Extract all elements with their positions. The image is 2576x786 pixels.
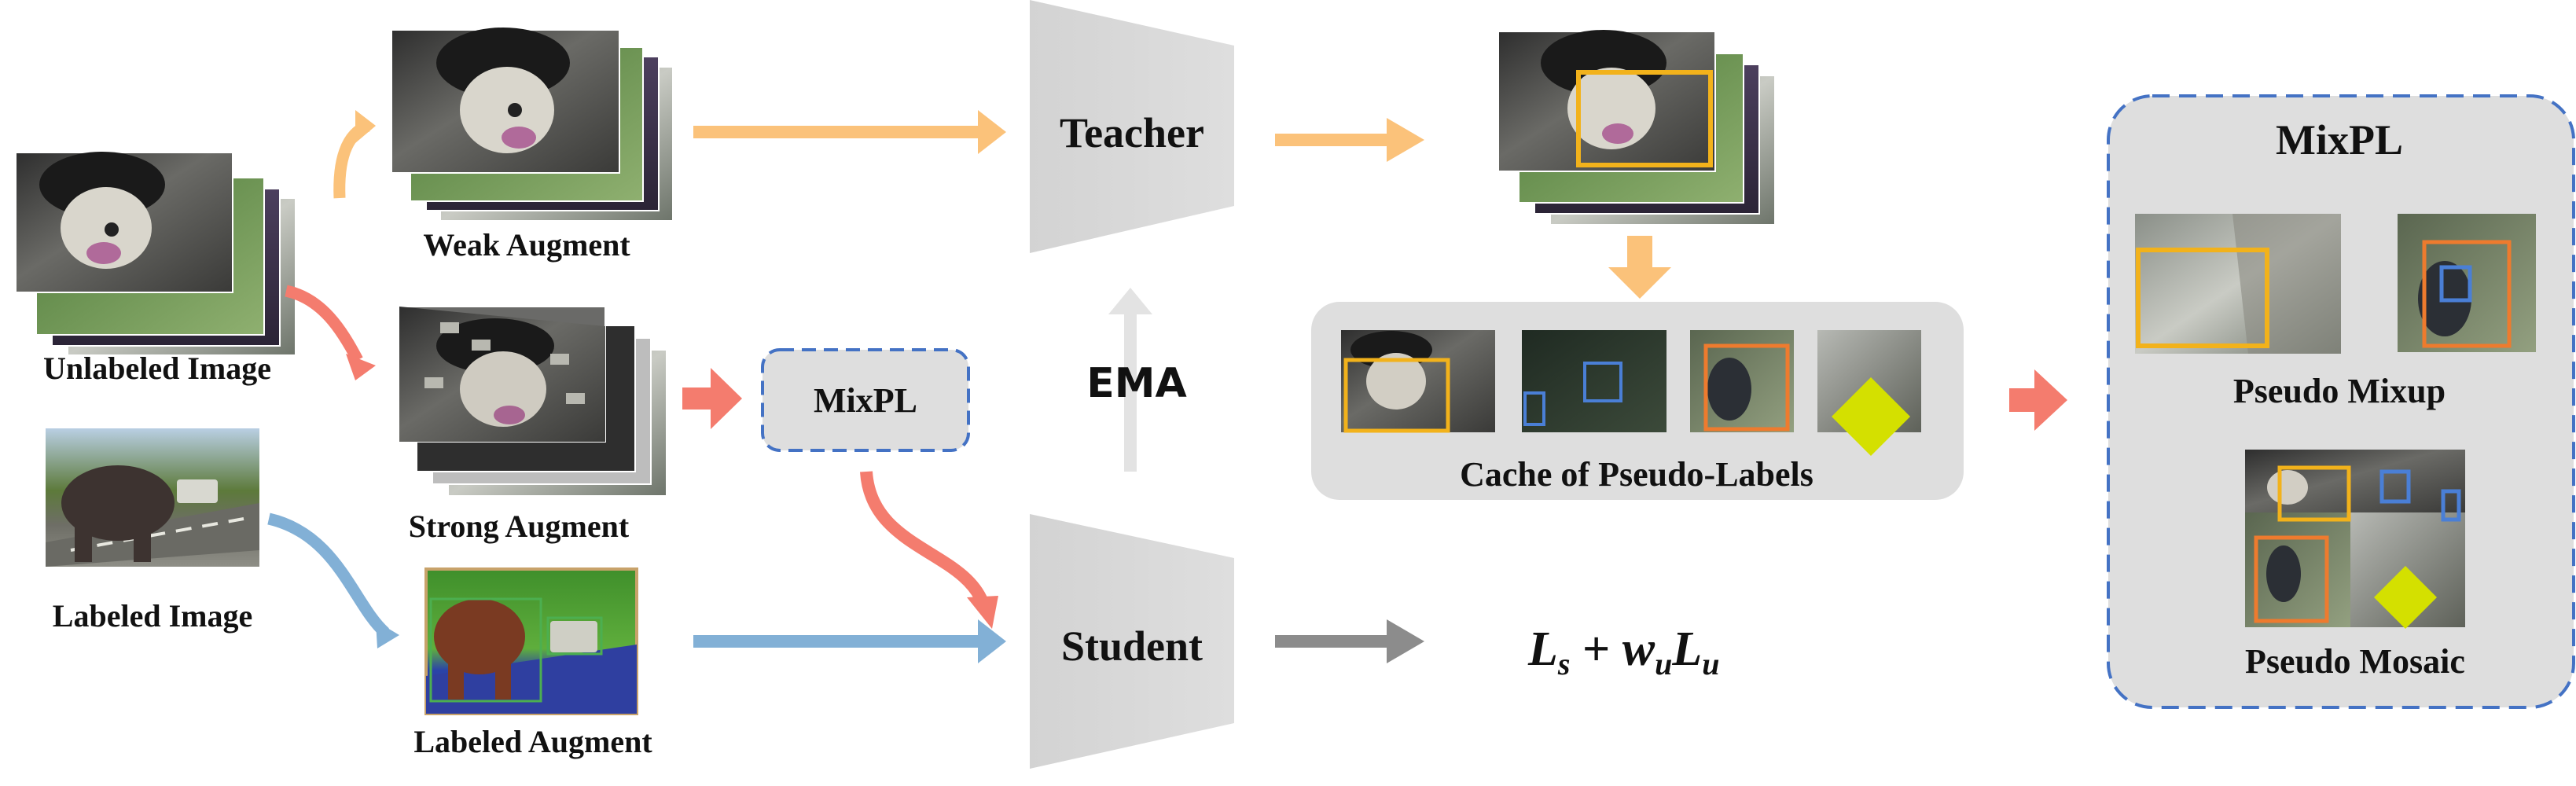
to-cache-arrow: [1627, 236, 1652, 269]
labeled-branch-arrowhead: [376, 621, 399, 648]
labeled-image-label: Labeled Image: [53, 598, 252, 634]
pseudo-mixup-image-2: [2398, 214, 2536, 352]
strong-branch-arrow: [285, 285, 363, 363]
weak-augment-stack: [391, 28, 674, 222]
strong-branch-arrowhead: [346, 354, 376, 380]
labeled-augment-image: [424, 567, 638, 715]
to-cache-arrowhead: [1608, 267, 1671, 299]
teacher-label: Teacher: [1060, 109, 1204, 156]
student-label: Student: [1061, 623, 1203, 670]
loss-formula: Ls + wuLu: [1527, 623, 1720, 681]
weak-to-teacher-arrow: [693, 126, 984, 138]
teacher-network: [1030, 0, 1234, 253]
pseudo-mosaic-label: Pseudo Mosaic: [2245, 642, 2465, 681]
teacher-output-arrow: [1275, 134, 1393, 146]
ema-arrow: [1124, 313, 1137, 472]
ema-label: EMA: [1086, 360, 1187, 407]
mixpl-to-student-arrowhead: [967, 596, 998, 629]
cache-thumb-forest: [1522, 330, 1666, 432]
strong-augment-stack: [399, 306, 667, 497]
labeled-to-student-arrowhead: [978, 619, 1006, 663]
weak-to-teacher-arrowhead: [978, 110, 1006, 154]
ema-arrowhead: [1108, 288, 1152, 314]
weak-branch-arrowhead: [355, 110, 376, 143]
mixpl-panel-title: MixPL: [2276, 116, 2403, 163]
weak-branch-arrow: [333, 119, 371, 199]
cache-thumb-sign: [1817, 330, 1921, 456]
labeled-to-student-arrow: [693, 635, 984, 648]
pseudo-mosaic-image: [2245, 450, 2465, 629]
student-output-arrow: [1275, 635, 1393, 648]
strong-augment-label: Strong Augment: [409, 509, 630, 544]
mixpl-box-label: MixPL: [814, 381, 917, 420]
pseudo-mixup-image-1: [2135, 214, 2341, 354]
pseudo-mixup-label: Pseudo Mixup: [2233, 372, 2446, 410]
pseudo-labeled-stack: [1497, 30, 1776, 226]
cache-label: Cache of Pseudo-Labels: [1460, 455, 1813, 494]
unlabeled-image-label: Unlabeled Image: [43, 351, 271, 386]
student-network: [1030, 514, 1234, 769]
cache-thumb-dog: [1341, 330, 1495, 433]
teacher-output-arrowhead: [1387, 118, 1424, 162]
cache-to-mixpl-arrow: [2009, 388, 2038, 412]
student-output-arrowhead: [1387, 619, 1424, 663]
labeled-branch-arrow: [267, 512, 390, 637]
strong-to-mixpl-arrow: [682, 387, 714, 410]
unlabeled-image-stack: [15, 152, 296, 356]
labeled-image: [46, 428, 259, 567]
mixpl-box: [761, 348, 970, 452]
mixpl-to-student-arrow: [860, 471, 990, 609]
weak-augment-label: Weak Augment: [423, 227, 630, 263]
strong-to-mixpl-arrowhead: [711, 368, 742, 429]
labeled-augment-label: Labeled Augment: [413, 724, 652, 759]
cache-to-mixpl-arrowhead: [2034, 369, 2067, 431]
cache-thumb-bird: [1690, 330, 1794, 432]
